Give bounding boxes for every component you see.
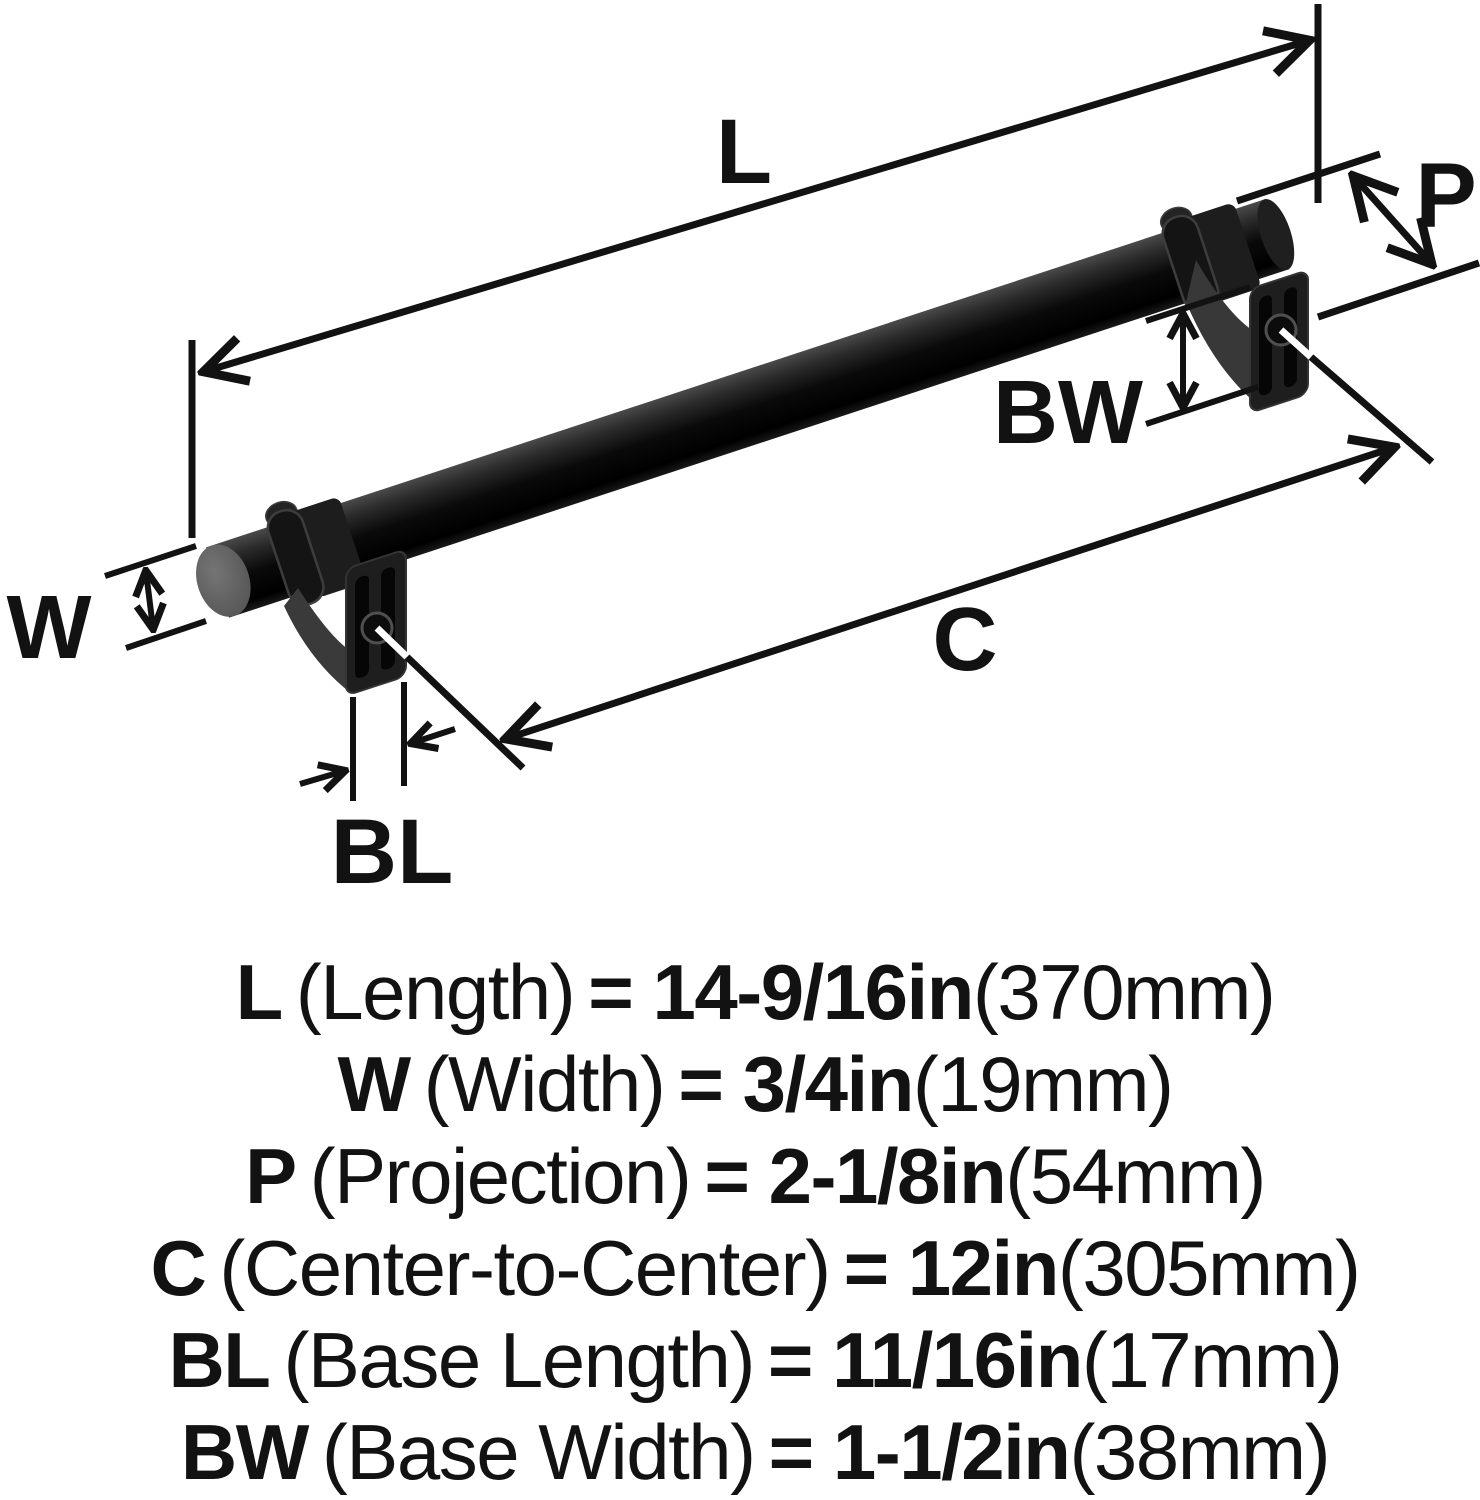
spec-line-length: L(Length)= 14-9/16in(370mm) (30, 946, 1480, 1038)
C-dimension-line (508, 448, 1392, 738)
left-collar (265, 498, 365, 606)
BW-extension-tick-bottom (1145, 384, 1259, 427)
spec-label: W (337, 1040, 411, 1128)
spec-line-base-length: BL(Base Length)= 11/16in(17mm) (30, 1314, 1480, 1406)
spec-label: L (235, 948, 284, 1036)
spec-metric: (38mm) (1069, 1408, 1330, 1496)
dimension-spec-list: L(Length)= 14-9/16in(370mm) W(Width)= 3/… (0, 946, 1480, 1498)
right-base-slot (1259, 295, 1272, 396)
label-L: L (716, 101, 772, 203)
spec-name: (Length) (295, 948, 576, 1036)
BW-extension-tick-top (1145, 284, 1251, 324)
W-extension-tick-top (104, 543, 197, 579)
spec-name: (Base Width) (321, 1408, 756, 1496)
spec-value: = 12in (843, 1224, 1060, 1312)
spec-value: = 3/4in (678, 1040, 914, 1128)
spec-metric: (19mm) (912, 1040, 1174, 1128)
dimension-diagram: L W P BW C BL (7, 4, 1480, 903)
label-W: W (7, 578, 92, 678)
spec-label: C (150, 1224, 207, 1312)
spec-metric: (17mm) (1081, 1316, 1343, 1404)
spec-line-center-to-center: C(Center-to-Center)= 12in(305mm) (30, 1222, 1480, 1314)
left-collar-ring (266, 508, 325, 606)
BL-arrow-left (299, 771, 344, 784)
W-extension-tick-bottom (125, 618, 207, 651)
spec-metric: (54mm) (1005, 1132, 1266, 1220)
spec-label: BL (168, 1316, 270, 1404)
spec-name: (Base Length) (283, 1316, 755, 1404)
label-P: P (1415, 145, 1476, 247)
left-screw-leader-white (374, 625, 410, 660)
spec-metric: (370mm) (972, 948, 1276, 1036)
spec-name: (Center-to-Center) (219, 1224, 831, 1312)
spec-name: (Projection) (309, 1132, 692, 1220)
dimension-P (1235, 150, 1480, 321)
BL-arrow-right (412, 729, 456, 743)
dimension-W (104, 543, 207, 651)
P-dimension-arrow (1355, 178, 1430, 262)
label-BW: BW (993, 363, 1143, 463)
label-BL: BL (331, 801, 454, 903)
W-dimension-arrow (146, 572, 153, 628)
right-screw-leader (1308, 354, 1435, 465)
spec-value: = 14-9/16in (588, 948, 974, 1036)
spec-value: = 2-1/8in (704, 1132, 1006, 1220)
bar-left-end-face (196, 544, 251, 617)
spec-line-width: W(Width)= 3/4in(19mm) (30, 1038, 1480, 1130)
spec-label: P (245, 1132, 297, 1220)
left-screw-leader (404, 654, 526, 771)
spec-name: (Width) (423, 1040, 666, 1128)
spec-line-projection: P(Projection)= 2-1/8in(54mm) (30, 1130, 1480, 1222)
dimension-BW (1145, 284, 1259, 427)
label-C: C (933, 590, 998, 690)
P-extension-line-top (1235, 150, 1382, 205)
left-post-bracket (284, 588, 352, 694)
spec-metric: (305mm) (1057, 1224, 1361, 1312)
spec-value: = 1-1/2in (768, 1408, 1071, 1496)
dimension-BL (299, 682, 456, 801)
spec-value: = 11/16in (767, 1316, 1083, 1404)
spec-line-base-width: BW(Base Width)= 1-1/2in(38mm) (30, 1406, 1480, 1498)
P-extension-line-bottom (1316, 259, 1480, 321)
L-dimension-line (206, 41, 1307, 371)
dimension-L (188, 4, 1322, 538)
spec-label: BW (180, 1408, 309, 1496)
